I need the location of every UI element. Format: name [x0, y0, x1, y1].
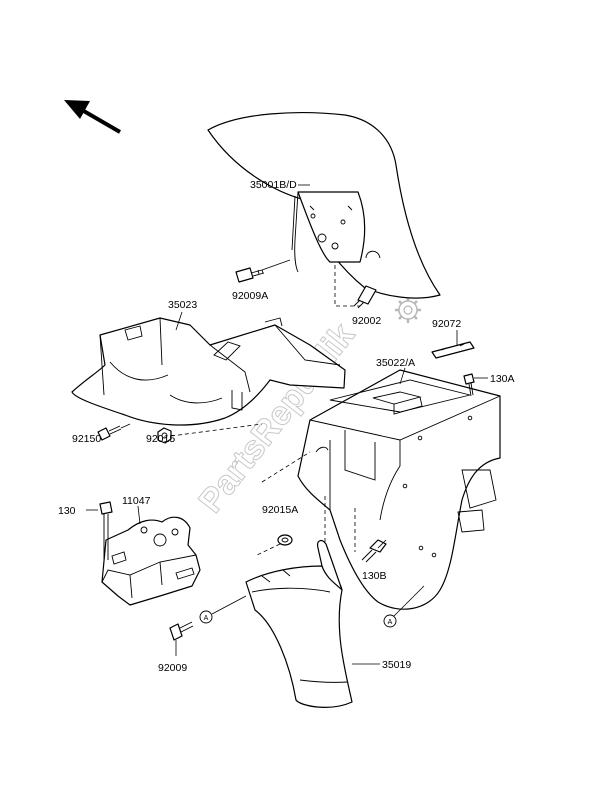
label-35022-a: 35022/A	[376, 357, 415, 369]
bracket-92072	[431, 330, 475, 359]
label-92009a: 92009A	[232, 290, 268, 302]
label-92072: 92072	[432, 318, 461, 330]
label-130a: 130A	[490, 373, 515, 385]
bolt-92009a	[235, 259, 291, 283]
bolt-130b	[361, 539, 387, 563]
rear-fender	[297, 367, 501, 610]
part-labels: 35001B/D 92009A 35023 92002 92072 35022/…	[58, 179, 515, 674]
label-92015: 92015	[146, 433, 175, 445]
label-11047: 11047	[122, 495, 151, 507]
nut-92015	[157, 423, 263, 444]
mud-flap	[245, 539, 380, 708]
label-130b: 130B	[362, 570, 387, 582]
label-35019: 35019	[382, 659, 411, 671]
label-92002: 92002	[352, 315, 381, 327]
marker-a-left-text: A	[204, 615, 209, 622]
rear-inner-fender	[71, 311, 346, 426]
label-130: 130	[58, 505, 76, 517]
marker-a-right-text: A	[388, 619, 393, 626]
bolt-130	[86, 501, 113, 560]
guide-lines	[261, 451, 356, 552]
bolt-92002	[334, 265, 377, 309]
label-35001b-d: 35001B/D	[250, 179, 297, 191]
bolt-92009	[169, 621, 194, 656]
label-35023: 35023	[168, 299, 197, 311]
front-fender	[207, 112, 441, 299]
gear-icon	[395, 297, 421, 323]
grommet-92015a	[254, 534, 293, 557]
label-92015a: 92015A	[262, 504, 298, 516]
label-92009: 92009	[158, 662, 187, 674]
marker-a-right: A	[383, 585, 425, 628]
marker-a-left: A	[199, 595, 247, 624]
bolt-92150	[97, 423, 131, 441]
direction-arrow-icon	[64, 100, 122, 134]
bolt-130a	[463, 373, 488, 397]
label-92150: 92150	[72, 433, 101, 445]
bracket-11047	[101, 505, 201, 606]
